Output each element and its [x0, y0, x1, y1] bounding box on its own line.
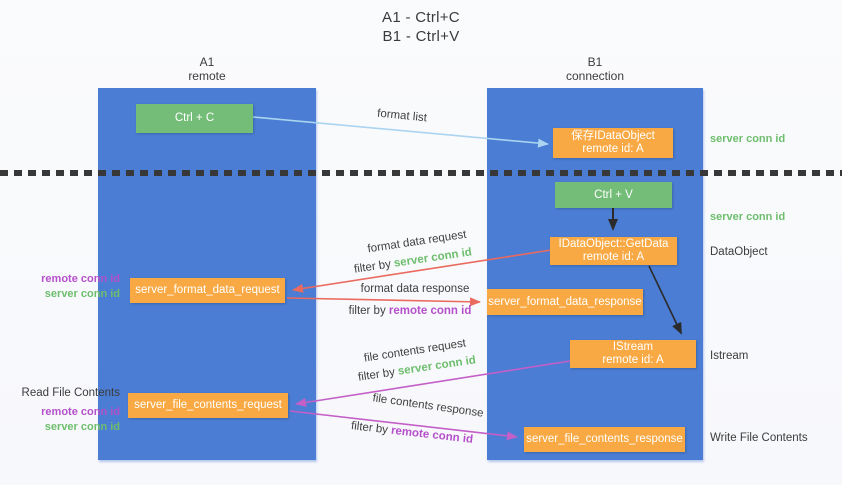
server-conn-id-label: server conn id	[44, 421, 120, 433]
title-line-1: A1 - Ctrl+C	[382, 9, 460, 26]
file-contents-request-arrow	[295, 360, 571, 407]
istream-node: IStream remote id: A	[570, 340, 696, 368]
format-data-request-arrow	[292, 249, 552, 293]
ctrl-v-label: Ctrl + V	[594, 188, 633, 201]
right-istream-label: Istream	[710, 350, 749, 362]
server-conn-id-label: server conn id	[44, 288, 120, 300]
server-format-data-request-label: server_format_data_request	[135, 284, 280, 296]
save-idataobject-line2: remote id: A	[582, 143, 644, 155]
lifeline-a1-role: remote	[188, 69, 226, 83]
server-file-contents-request-label: server_file_contents_request	[134, 399, 282, 411]
diagram-title: A1 - Ctrl+C B1 - Ctrl+V	[0, 8, 842, 46]
left-read-file-contents-group: Read File Contents remote conn id server…	[0, 386, 120, 435]
file-contents-response-arrow	[289, 410, 518, 441]
format-data-response-arrow	[286, 297, 481, 307]
remote-conn-id-label: remote conn id	[41, 273, 120, 285]
lifeline-b1-role: connection	[565, 69, 625, 83]
save-idataobject-node: 保存IDataObject remote id: A	[553, 128, 673, 158]
right-dataobject-label: DataObject	[710, 246, 768, 258]
right-server-conn-id-mid-label: server conn id	[710, 211, 786, 223]
lifeline-b1-header: B1 connection	[515, 55, 675, 83]
ctrl-c-label: Ctrl + C	[174, 112, 215, 124]
lifeline-a1-name: A1	[199, 55, 215, 69]
ctrl-v-node: Ctrl + V	[555, 182, 672, 208]
left-conn-id-labels-top: remote conn id server conn id	[0, 272, 120, 302]
format-data-response-label: format data response	[360, 283, 470, 295]
lifeline-a1-header: A1 remote	[127, 55, 287, 83]
getdata-line1: IDataObject::GetData	[558, 238, 669, 250]
remote-conn-id-label: remote conn id	[41, 406, 120, 418]
getdata-to-istream-arrow	[648, 265, 682, 335]
filter-by-text: filter by	[348, 305, 386, 317]
format-data-response-filter-label: filter by remote conn id	[349, 305, 472, 317]
title-line-2: B1 - Ctrl+V	[382, 28, 460, 45]
server-file-contents-request-node: server_file_contents_request	[128, 393, 288, 418]
server-format-data-response-node: server_format_data_response	[487, 289, 643, 315]
save-idataobject-line1: 保存IDataObject	[571, 130, 655, 142]
right-write-file-contents-label: Write File Contents	[710, 432, 808, 444]
idataobject-getdata-node: IDataObject::GetData remote id: A	[550, 237, 677, 265]
read-file-contents-label: Read File Contents	[21, 387, 120, 399]
istream-line1: IStream	[612, 341, 654, 353]
format-list-arrow	[252, 116, 549, 148]
ctrl-c-node: Ctrl + C	[136, 104, 253, 133]
server-file-contents-response-label: server_file_contents_response	[526, 433, 683, 445]
right-server-conn-id-top-label: server conn id	[710, 133, 786, 145]
lifeline-b1-name: B1	[587, 55, 603, 69]
getdata-line2: remote id: A	[582, 251, 645, 263]
istream-line2: remote id: A	[602, 354, 664, 366]
server-file-contents-response-node: server_file_contents_response	[524, 427, 685, 452]
server-format-data-request-node: server_format_data_request	[130, 278, 285, 303]
remote-conn-id-text: remote conn id	[388, 305, 472, 317]
server-format-data-response-label: server_format_data_response	[488, 295, 642, 308]
